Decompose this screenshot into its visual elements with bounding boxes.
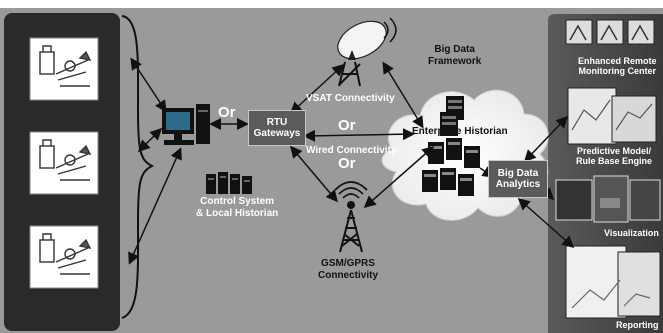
visualization-screens xyxy=(555,175,661,223)
historian-server-icon xyxy=(440,96,464,136)
or-label-upper: Or xyxy=(338,117,356,134)
plant-site-tile xyxy=(29,225,99,289)
or-label-lower: Or xyxy=(338,155,356,172)
reporting-screens xyxy=(565,245,661,319)
visualization-label: Visualization xyxy=(604,228,659,238)
control-system-racks-icon xyxy=(206,172,252,194)
predictive-model-screens xyxy=(567,87,657,145)
big-data-analytics-box: Big Data Analytics xyxy=(488,160,548,198)
predictive-model-label: Predictive Model/ Rule Base Engine xyxy=(576,146,653,167)
connection-arrows xyxy=(128,57,575,265)
cell-tower-icon xyxy=(334,181,368,253)
monitoring-center-label: Enhanced Remote Monitoring Center xyxy=(578,56,657,77)
plant-site-tile xyxy=(29,37,99,101)
or-label-local: Or xyxy=(218,104,236,121)
control-system-label: Control System & Local Historian xyxy=(196,196,279,219)
monitoring-center-thumbnails xyxy=(565,19,655,45)
wired-connectivity-label: Wired Connectivity xyxy=(306,145,397,156)
workstation-computer-icon xyxy=(162,104,210,145)
gsm-gprs-label: GSM/GPRS Connectivity xyxy=(318,258,379,281)
rtu-gateways-box: RTU Gateways xyxy=(248,110,306,146)
big-data-framework-label: Big Data Framework xyxy=(428,44,482,67)
vsat-connectivity-label: VSAT Connectivity xyxy=(306,93,395,104)
plant-site-tile xyxy=(29,131,99,195)
reporting-label: Reporting xyxy=(616,320,659,330)
enterprise-historian-label: Enterprise Historian xyxy=(412,126,508,137)
